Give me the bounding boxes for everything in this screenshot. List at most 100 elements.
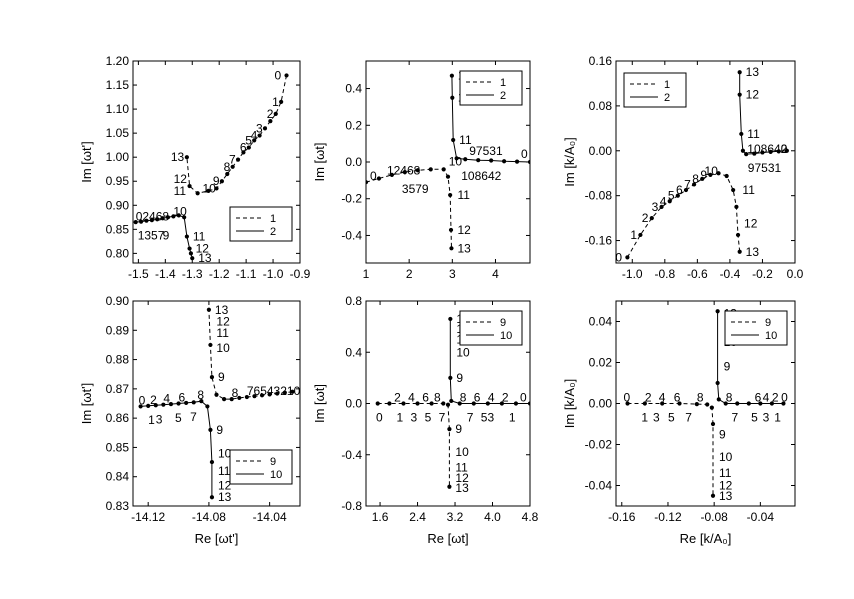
data-point (208, 427, 213, 432)
data-point (527, 401, 530, 406)
data-point (739, 131, 744, 137)
point-label: 1 (641, 411, 648, 425)
point-label: 11 (218, 464, 231, 478)
data-point (683, 187, 689, 193)
point-label: 02468 (136, 210, 170, 224)
point-label: 5 (175, 411, 182, 425)
data-point (660, 401, 665, 406)
legend-box (459, 70, 523, 106)
point-label: 9 (163, 229, 170, 243)
data-point (527, 159, 530, 165)
data-point (513, 401, 519, 406)
data-point (705, 402, 710, 407)
chart-panel-f: -0.16-0.12-0.08-0.04-0.04-0.020.000.020.… (562, 300, 796, 546)
point-label: 6 (755, 391, 762, 405)
data-point (290, 389, 295, 394)
y-tick-label: -0.8 (341, 499, 362, 513)
plot-frame (132, 60, 301, 264)
point-label: 0 (139, 393, 146, 407)
data-point (450, 95, 455, 100)
data-point (463, 157, 468, 162)
data-point (241, 150, 246, 155)
data-point (225, 171, 230, 177)
data-point (389, 172, 394, 177)
y-tick-label: -0.16 (585, 234, 613, 248)
point-label: 9 (719, 427, 726, 441)
data-point (708, 172, 713, 178)
plot-frame (615, 60, 796, 264)
point-label: 9 (456, 371, 463, 385)
data-point (769, 401, 775, 406)
data-point (160, 216, 165, 221)
data-point (448, 227, 454, 233)
point-label: 1 (509, 411, 516, 425)
x-tick-label: -1.0 (263, 267, 284, 281)
data-point (457, 401, 462, 406)
point-label: 11 (216, 326, 229, 340)
point-label: 97531 (748, 161, 782, 175)
data-point (447, 427, 452, 432)
point-label: 8 (434, 391, 441, 405)
data-point (209, 459, 215, 465)
data-point (449, 73, 454, 78)
data-point (282, 390, 287, 395)
y-tick-label: 0.90 (106, 198, 130, 212)
data-point (448, 316, 453, 322)
point-label: 9 (455, 422, 462, 436)
point-label: 12 (457, 223, 471, 237)
point-label: 2 (394, 391, 401, 405)
data-point (138, 404, 143, 409)
data-point (638, 232, 643, 238)
x-tick-label: 2.4 (409, 510, 426, 524)
point-label: 8 (232, 386, 239, 400)
data-point (246, 145, 251, 150)
legend: 12 (623, 72, 687, 108)
point-label: 5 (245, 133, 252, 147)
y-tick-label: 1.10 (106, 102, 130, 116)
x-tick-label: 4.0 (484, 510, 501, 524)
x-tick-label: -14.04 (253, 510, 287, 524)
point-label: 108642 (461, 169, 501, 183)
data-point (149, 218, 154, 223)
x-tick-label: -0.6 (687, 267, 708, 281)
data-point (642, 401, 647, 406)
data-point (709, 405, 714, 410)
point-label: 9 (724, 360, 731, 374)
y-axis-label: Im [k/A₀] (562, 137, 577, 186)
point-label: 4 (660, 194, 667, 208)
data-point (514, 159, 520, 164)
x-tick-label: 3 (449, 267, 456, 281)
point-label: 10 (218, 446, 232, 460)
y-tick-label: 0.4 (345, 82, 362, 96)
point-label: 0 (521, 147, 528, 161)
point-label: 5 (668, 411, 675, 425)
data-point (273, 111, 278, 117)
point-label: 10 (216, 341, 230, 355)
point-label: 2 (267, 107, 274, 121)
data-point (740, 148, 746, 153)
data-point (366, 180, 369, 185)
data-point (744, 152, 749, 157)
point-label: 11 (719, 466, 732, 480)
point-label: 7 (190, 410, 197, 424)
chart-panel-d: -14.12-14.08-14.040.830.840.850.860.870.… (79, 294, 301, 546)
x-tick-label: -0.12 (654, 510, 682, 524)
x-tick-label: -1.5 (128, 267, 149, 281)
point-label: 11 (193, 230, 206, 244)
y-tick-label: 0.00 (589, 144, 613, 158)
data-point (376, 176, 382, 181)
data-point (257, 133, 262, 138)
point-label: 1 (630, 228, 637, 242)
data-point (187, 183, 192, 189)
series-line-1 (626, 172, 741, 258)
y-tick-label: 0.85 (106, 440, 130, 454)
legend-box (724, 310, 788, 346)
x-tick-label: 4 (492, 267, 499, 281)
data-point (445, 402, 451, 407)
data-point (731, 187, 736, 193)
data-point (675, 193, 680, 198)
data-point (781, 401, 786, 406)
point-label: 11 (459, 133, 472, 147)
point-label: 9 (216, 423, 223, 437)
